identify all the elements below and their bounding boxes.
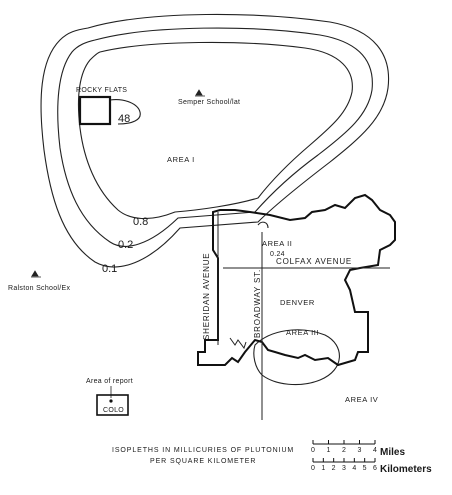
isopleth-48-contour xyxy=(109,99,141,125)
semper-school-label: Semper School/lat xyxy=(178,99,240,106)
miles-scale: 0 1 2 3 4 Miles xyxy=(311,440,405,458)
area-1-label: AREA I xyxy=(167,155,195,164)
km-scale-tick-label: 6 xyxy=(373,465,377,472)
miles-scale-tick-label: 4 xyxy=(373,447,377,454)
ralston-school-label: Ralston School/Ex xyxy=(8,285,70,292)
area-4-label: AREA IV xyxy=(345,395,378,404)
colfax-avenue-label: COLFAX AVENUE xyxy=(276,257,352,266)
inset-state-box xyxy=(96,394,129,416)
km-scale-tick-label: 1 xyxy=(321,465,325,472)
inset-title: Area of report xyxy=(86,378,133,385)
isopleth-0-1-label: 0.1 xyxy=(102,263,117,275)
semper-school-icon xyxy=(195,89,205,97)
km-scale-tick-label: 5 xyxy=(363,465,367,472)
broadway-street-label: BROADWAY ST. xyxy=(253,269,262,338)
rocky-flats-label: ROCKY FLATS xyxy=(76,87,127,94)
miles-scale-tick-label: 2 xyxy=(342,447,346,454)
area-iii-contour xyxy=(253,329,340,386)
isopleth-0-24-contour xyxy=(257,221,269,229)
kilometers-label: Kilometers xyxy=(380,464,432,475)
isopleth-0-1-contour xyxy=(40,13,390,268)
isopleth-0-8-label: 0.8 xyxy=(133,216,148,228)
denver-city-boundary xyxy=(197,193,396,367)
denver-label: DENVER xyxy=(280,298,315,307)
isopleth-0-2-label: 0.2 xyxy=(118,239,133,251)
miles-scale-tick-label: 1 xyxy=(327,447,331,454)
isopleth-0-8-contour xyxy=(77,41,353,220)
area-3-label: AREA III xyxy=(286,328,319,337)
caption-line-1: ISOPLETHS IN MILLICURIES OF PLUTONIUM xyxy=(112,447,294,454)
inner-boundary-squiggle xyxy=(229,337,247,350)
inset-state-label: COLO xyxy=(103,407,124,414)
km-scale-tick-label: 0 xyxy=(311,465,315,472)
miles-label: Miles xyxy=(380,447,405,458)
isopleth-0-2-contour xyxy=(57,27,373,247)
miles-scale-tick-label: 3 xyxy=(358,447,362,454)
sheridan-avenue-label: SHERIDAN AVENUE xyxy=(202,253,211,340)
km-scale-tick-label: 3 xyxy=(342,465,346,472)
miles-scale-tick-label: 0 xyxy=(311,447,315,454)
ralston-school-icon xyxy=(31,270,41,278)
caption-line-2: PER SQUARE KILOMETER xyxy=(150,458,256,465)
area-2-label: AREA II xyxy=(262,239,292,248)
inset-location-dot xyxy=(109,399,113,403)
km-scale-tick-label: 4 xyxy=(352,465,356,472)
isopleth-0-24-label: 0.24 xyxy=(270,251,285,258)
km-scale-tick-label: 2 xyxy=(332,465,336,472)
rocky-flats-plant-square xyxy=(78,95,112,126)
isopleth-48-label: 48 xyxy=(118,113,130,125)
